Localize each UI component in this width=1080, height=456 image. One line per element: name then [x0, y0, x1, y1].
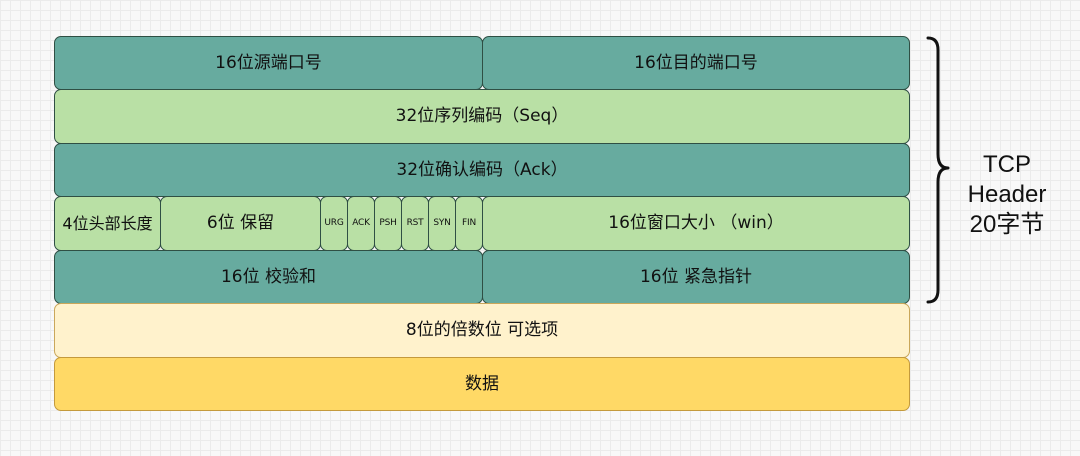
sequence-number-field: 32位序列编码（Seq） — [54, 89, 910, 144]
tcp-label: TCP — [983, 151, 1031, 178]
flag-urg-label: URG — [324, 218, 344, 229]
checksum-label: 16位 校验和 — [220, 266, 317, 287]
data-field: 数据 — [54, 357, 910, 411]
flag-psh-label: PSH — [379, 218, 397, 229]
flag-rst: RST — [401, 196, 429, 251]
header-brace-icon — [926, 36, 950, 304]
window-size-field: 16位窗口大小 （win） — [482, 196, 910, 251]
destination-port-label: 16位目的端口号 — [634, 52, 758, 73]
ack-number-field: 32位确认编码（Ack） — [54, 143, 910, 197]
size-label: 20字节 — [969, 211, 1045, 238]
destination-port-field: 16位目的端口号 — [482, 36, 910, 90]
reserved-label: 6位 保留 — [206, 213, 275, 234]
flag-fin-label: FIN — [462, 218, 476, 229]
ack-number-label: 32位确认编码（Ack） — [396, 159, 568, 180]
flag-syn-label: SYN — [433, 218, 451, 229]
urgent-pointer-field: 16位 紧急指针 — [482, 250, 910, 304]
options-label: 8位的倍数位 可选项 — [405, 320, 559, 341]
window-size-label: 16位窗口大小 （win） — [608, 213, 784, 234]
header-length-label: 4位头部长度 — [62, 213, 153, 233]
tcp-header-size-label: TCP Header 20字节 — [952, 150, 1062, 240]
flag-ack: ACK — [347, 196, 375, 251]
checksum-field: 16位 校验和 — [54, 250, 483, 304]
reserved-field: 6位 保留 — [160, 196, 321, 251]
flag-psh: PSH — [374, 196, 402, 251]
flag-syn: SYN — [428, 196, 456, 251]
source-port-label: 16位源端口号 — [215, 52, 322, 73]
options-field: 8位的倍数位 可选项 — [54, 303, 910, 358]
flag-rst-label: RST — [406, 218, 424, 229]
flag-ack-label: ACK — [352, 218, 370, 229]
urgent-pointer-label: 16位 紧急指针 — [639, 266, 753, 287]
header-label: Header — [967, 181, 1047, 208]
sequence-number-label: 32位序列编码（Seq） — [395, 106, 569, 127]
source-port-field: 16位源端口号 — [54, 36, 483, 90]
flag-fin: FIN — [455, 196, 483, 251]
header-length-field: 4位头部长度 — [54, 196, 161, 251]
data-label: 数据 — [465, 373, 499, 394]
flag-urg: URG — [320, 196, 348, 251]
